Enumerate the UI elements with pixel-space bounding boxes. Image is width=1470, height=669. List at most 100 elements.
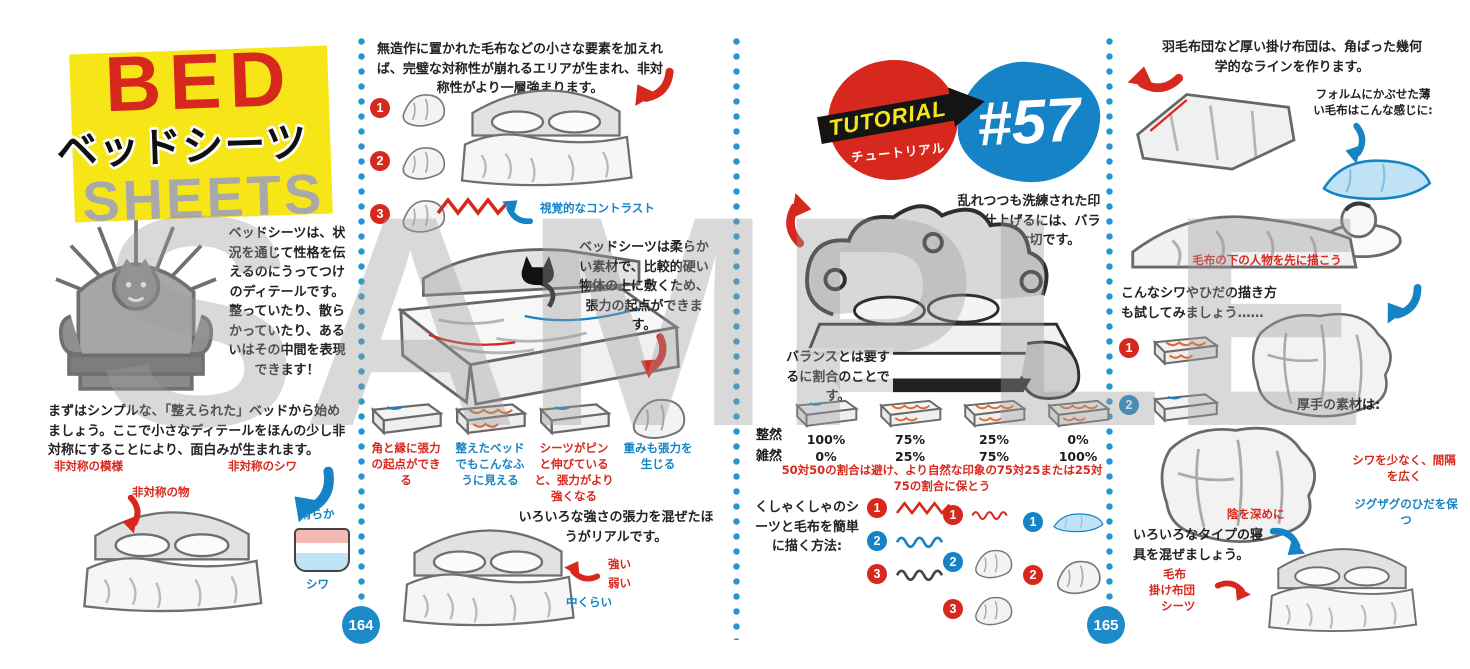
try-folds-text: こんなシワやひだの描き方も試してみましょう…… [1121, 286, 1278, 321]
deep-shadow-label: 陰を深めに [1227, 507, 1285, 521]
label-asymmetric-pattern: 非対称の模様 [54, 459, 123, 473]
ratio-item-2: 75% 25% [870, 390, 950, 466]
ratio-bed-1 [790, 390, 862, 432]
red-arrow [562, 556, 602, 584]
scribble-set-3: 1 2 [1023, 502, 1106, 608]
thumb-stretched-illustration [534, 392, 614, 440]
fold-step-1-badge: 1 [1119, 338, 1139, 358]
label-wrinkle: シワ [306, 577, 329, 591]
set2-shape2 [970, 545, 1016, 579]
set3-shape1 [1050, 502, 1106, 542]
label-visual-contrast: 視覚的なコントラスト [540, 201, 655, 215]
set3-step1-badge: 1 [1023, 512, 1043, 532]
tidy-bed-text: まずはシンプルな、「整えられた」ベッドから始めましょう。ここで小さなディテールを… [48, 404, 346, 458]
step-3-badge: 3 [370, 204, 390, 224]
thumb-tidy-illustration [450, 392, 530, 440]
ratio-4-orderly: 0% [1067, 432, 1089, 447]
set2-step2-badge: 2 [943, 552, 963, 572]
thumb-weight-label: 重みも張力を生じる [623, 441, 693, 472]
page-number-right: 165 [1087, 606, 1125, 644]
red-arrow [634, 332, 670, 380]
ratio-row: 整然 雑然 100% 0% 75% 25% 25% 75% 0% 100 [756, 390, 1118, 466]
ratio-bed-2 [874, 390, 946, 432]
thick-material-text: 厚手の素材は: [1297, 398, 1381, 413]
right-page: TUTORIAL チュートリアル #57 乱れつつも洗練された印象に仕上げるには… [735, 0, 1470, 669]
few-wrinkles-label: シワを少なく、間隔を広く [1352, 453, 1456, 484]
set1-step1-badge: 1 [867, 498, 887, 518]
soft-material-text: ベッドシーツは柔らかい素材で、比較的硬い物体の上に敷くため、張力の起点ができます… [578, 240, 709, 333]
label-orderly: 整然 [756, 427, 783, 443]
ratio-1-orderly: 100% [806, 432, 846, 447]
title-japanese: ベッドシーツ [55, 118, 309, 176]
thumb-corner-illustration [366, 392, 446, 440]
column-divider-center [733, 34, 740, 640]
column-divider-right [1106, 34, 1113, 640]
scribble-set-1: 1 2 3 [867, 498, 954, 597]
label-blanket: 毛布 [1163, 567, 1186, 581]
thumb-corner-label: 角と縁に張力の起点ができる [371, 441, 441, 488]
sleeping-person-illustration [1119, 182, 1415, 286]
step-list: 1 2 3 [370, 88, 449, 247]
ratio-4-messy: 100% [1058, 448, 1098, 464]
ratio-3-orderly: 25% [979, 432, 1009, 447]
intro-text: ベッドシーツは、状況を通じて性格を伝えるのにうってつけのディテールです。整ってい… [228, 226, 346, 378]
sheet-corner-icon [294, 528, 350, 572]
ratio-bed-3 [958, 390, 1030, 432]
tutorial-number-splat: #57 [955, 59, 1103, 185]
set2-step1-badge: 1 [943, 505, 963, 525]
thumb-tidy-label: 整えたベッドでもこんなふうに見える [455, 441, 525, 488]
label-strong: 強い [608, 557, 631, 571]
fold-step-2-badge: 2 [1119, 395, 1139, 415]
ratio-2-messy: 25% [895, 448, 925, 464]
set3-step2-badge: 2 [1023, 565, 1043, 585]
mix-tension-text: いろいろな強さの張力を混ぜたほうがリアルです。 [518, 510, 714, 545]
thumb-stretched-label: シーツがピンと伸びていると、張力がより強くなる [534, 441, 614, 504]
ratio-item-3: 25% 75% [954, 390, 1034, 466]
step-1-badge: 1 [370, 98, 390, 118]
step-2-badge: 2 [370, 151, 390, 171]
thumb-weight: 重みも張力を生じる [618, 392, 698, 504]
set3-shape2 [1050, 555, 1106, 595]
person-first-label: 毛布の下の人物を先に描こう [1192, 253, 1342, 267]
fold-step-1-illustration [1146, 326, 1224, 370]
label-asymmetric-object: 非対称の物 [132, 485, 190, 499]
method-text: くしゃくしゃのシーツと毛布を簡単に描く方法: [755, 500, 860, 554]
page-number-left: 164 [342, 606, 380, 644]
column-divider-left [358, 34, 365, 640]
zigzag-label: ジグザグのひだを保つ [1354, 497, 1458, 528]
tutorial-number: #57 [975, 84, 1083, 160]
ratio-3-messy: 75% [979, 448, 1009, 464]
label-duvet: 掛け布団 [1149, 583, 1195, 597]
thumb-weight-illustration [618, 392, 698, 440]
set1-step3-badge: 3 [867, 564, 887, 584]
ratio-bed-4 [1042, 390, 1114, 432]
thumb-stretched: シーツがピンと伸びていると、張力がより強くなる [534, 392, 614, 504]
ratio-item-4: 0% 100% [1038, 390, 1118, 466]
balance-text: バランスとは要するに割合のことです。 [783, 348, 893, 407]
label-asymmetric-wrinkle: 非対称のシワ [228, 459, 297, 473]
chapter-title-block: BED SHEETS ベッドシーツ [56, 34, 333, 233]
tidy-bed-illustration [58, 500, 286, 628]
fold-steps: 1 2 [1119, 326, 1224, 440]
red-arrow [1213, 578, 1253, 606]
ratio-item-1: 100% 0% [786, 390, 866, 466]
ratio-row-labels: 整然 雑然 [756, 390, 782, 466]
left-page: BED SHEETS ベッドシーツ ベッドシーツは、状況を通じて性格を伝えるのに… [42, 34, 714, 644]
label-medium: 中くらい [566, 595, 612, 609]
ratio-1-messy: 0% [815, 448, 837, 464]
col2-top-text: 無造作に置かれた毛布などの小さな要素を加えれば、完璧な対称性が崩れるエリアが生ま… [376, 42, 664, 96]
ratio-2-orderly: 75% [895, 432, 925, 447]
scribble-set-2: 1 2 3 [943, 498, 1016, 639]
throne-cat-illustration [42, 214, 230, 400]
thumb-tidy: 整えたベッドでもこんなふうに見える [450, 392, 530, 504]
ratio-note: 50対50の割合は避け、より自然な印象の75対25または25対75の割合に保とう [781, 463, 1103, 494]
set2-shape1 [970, 498, 1016, 532]
set1-step2-badge: 2 [867, 531, 887, 551]
set2-shape3 [970, 592, 1016, 626]
label-sheets: シーツ [1161, 599, 1196, 613]
label-messy: 雑然 [756, 448, 783, 464]
thin-blanket-text: フォルムにかぶせた薄い毛布はこんな感じに: [1313, 87, 1433, 118]
mix-bedding-text: いろいろなタイプの寝具を混ぜましょう。 [1133, 528, 1264, 563]
set2-step3-badge: 3 [943, 599, 963, 619]
